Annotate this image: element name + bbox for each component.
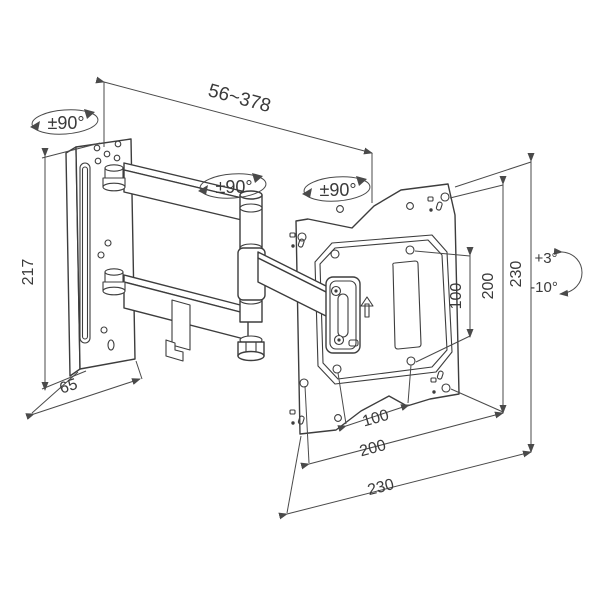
dimension-right-230: 230 [454, 153, 535, 453]
dim-right-230-label: 230 [508, 261, 525, 288]
dimension-right-100: 100 [414, 247, 474, 363]
rot-mid-label: ±90° [215, 177, 252, 197]
dim-bottom-100-label: 100 [361, 407, 391, 431]
wall-plate-slot [79, 162, 91, 344]
rotation-wall: ±90° [30, 109, 99, 135]
tilt-annotation: +3° -10° [530, 247, 583, 297]
dimension-bottom-230: 230 [278, 435, 532, 520]
dimension-right-200: 200 [449, 176, 507, 414]
extension-arm [237, 247, 331, 319]
rotation-vesa: ±90° [302, 176, 371, 202]
wall-hinge-top [102, 164, 126, 192]
dim-right-100-label: 100 [448, 283, 465, 310]
tilt-up-label: +3° [534, 250, 557, 267]
up-arrow-icon [360, 296, 374, 318]
dim-wall-width-label: 65 [58, 376, 80, 398]
cable-clip [165, 299, 191, 362]
wall-hinge-bottom [102, 268, 126, 296]
dim-right-200-label: 200 [480, 273, 497, 300]
dim-wall-height-label: 217 [20, 259, 37, 286]
dim-bottom-230-label: 230 [366, 476, 396, 499]
vesa-hinge-bracket [325, 276, 361, 354]
tilt-down-label: -10° [530, 279, 558, 296]
dimension-wall-width: 65 [25, 360, 143, 420]
wall-plate [65, 138, 136, 377]
rot-vesa-label: ±90° [319, 180, 356, 200]
vesa-plate [289, 183, 460, 435]
screw-icons-bottom-right [430, 370, 444, 394]
dim-bottom-200-label: 200 [358, 437, 388, 460]
screw-icons-top-left [289, 232, 305, 248]
screw-icons-top-right [427, 196, 443, 212]
vesa-slot [392, 260, 422, 350]
rotation-mid: ±90° [198, 173, 267, 199]
rot-wall-label: ±90° [47, 113, 84, 133]
